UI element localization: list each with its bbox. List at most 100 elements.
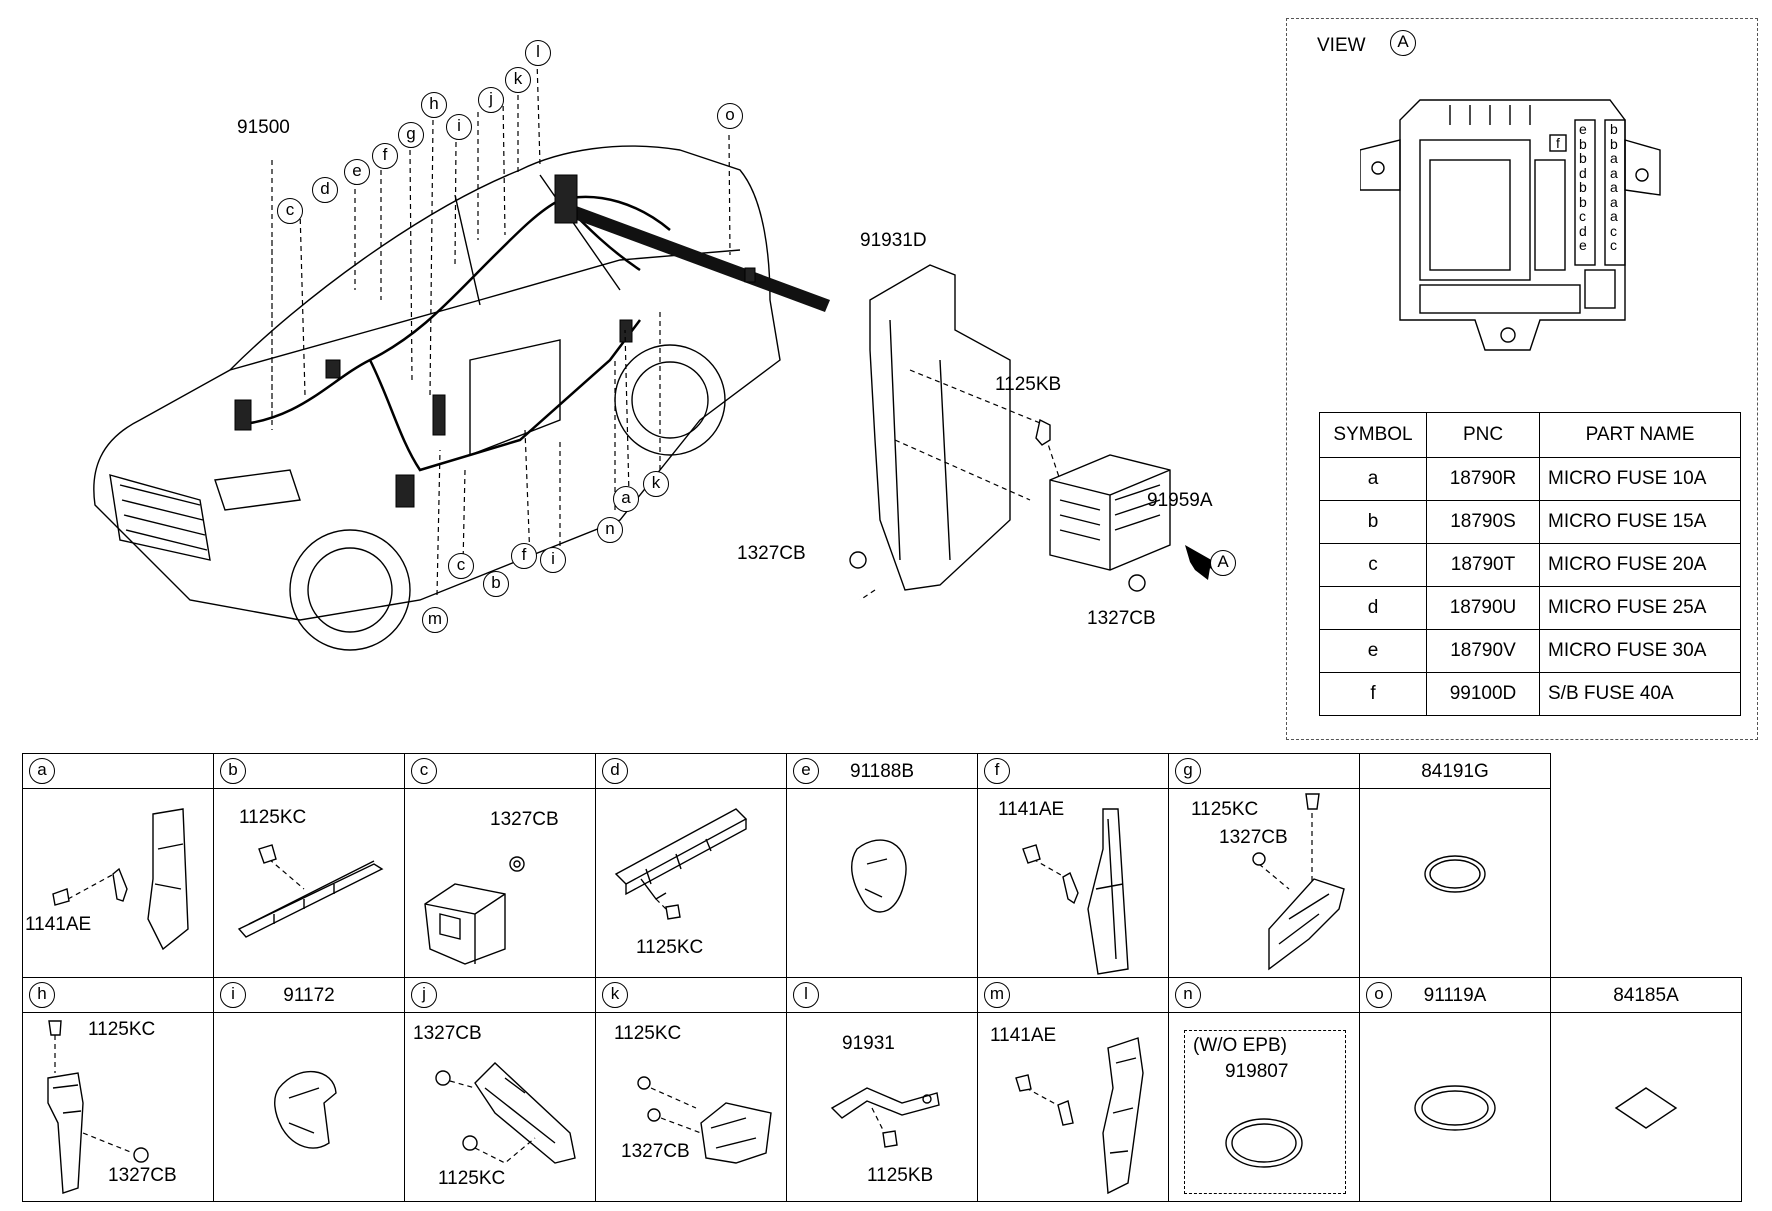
label-1327CB: 1327CB	[108, 1165, 177, 1186]
label-1125KC: 1125KC	[239, 807, 307, 828]
callout-h-top: h	[421, 92, 447, 118]
fuse-box-drawing	[1360, 99, 1661, 351]
cell-g-body: 1125KC 1327CB	[1168, 788, 1360, 978]
callout-d-top: d	[312, 177, 338, 203]
cell-b-body: 1125KC	[213, 788, 405, 978]
cell-part-name: S/B FUSE 40A	[1539, 672, 1741, 716]
callout-m-bottom: m	[422, 607, 448, 633]
cell-84191G-header: 84191G	[1359, 753, 1551, 789]
letter-circle-o: o	[1366, 982, 1392, 1008]
label-1125KC: 1125KC	[636, 937, 704, 958]
callout-i-top: i	[446, 114, 472, 140]
callout-o-top: o	[717, 103, 743, 129]
letter-circle-f: f	[984, 758, 1010, 784]
fuse-slot-letter: a	[1610, 164, 1618, 181]
view-arrow	[1185, 545, 1222, 580]
cell-i-body	[213, 1012, 405, 1202]
fuse-slot-letter: b	[1610, 121, 1618, 137]
cell-o-body	[1359, 1012, 1551, 1202]
part-f-drawing	[1022, 808, 1129, 975]
cell-d-header: d	[595, 753, 787, 789]
bracket-91931	[830, 1087, 940, 1148]
cell-part-name: MICRO FUSE 10A	[1539, 457, 1741, 501]
letter-circle-n: n	[1175, 982, 1201, 1008]
bracket-91931D	[869, 264, 1011, 591]
cell-part-name: MICRO FUSE 20A	[1539, 543, 1741, 587]
grommet-91188B	[851, 839, 907, 913]
cell-m-header: m	[977, 977, 1169, 1013]
fuse-slot-letter: e	[1579, 121, 1587, 137]
label-1141AE: 1141AE	[990, 1025, 1057, 1046]
fuse-slot-letter: d	[1579, 222, 1587, 239]
part-number: 84191G	[1421, 761, 1489, 782]
cell-pnc: 18790S	[1426, 500, 1540, 544]
label-1327CB-right: 1327CB	[1087, 608, 1156, 629]
cell-pnc: 18790U	[1426, 586, 1540, 630]
part-k-drawing	[637, 1076, 772, 1164]
callout-n-bottom: n	[597, 517, 623, 543]
part-number: 91188B	[849, 761, 915, 782]
fuse-slot-letter: c	[1579, 208, 1586, 224]
cell-c-header: c	[404, 753, 596, 789]
cell-a-body: 1141AE	[22, 788, 214, 978]
cell-symbol: b	[1319, 500, 1427, 544]
fuse-slot-letter: d	[1579, 164, 1587, 181]
cell-e-header: e 91188B	[786, 753, 978, 789]
view-title: VIEW	[1317, 35, 1366, 56]
part-c-drawing	[424, 856, 525, 965]
part-m-drawing	[1015, 1037, 1144, 1195]
letter-circle-e: e	[793, 758, 819, 784]
fuse-slot-letter: a	[1610, 208, 1618, 224]
nut-right	[1128, 574, 1146, 592]
fuse-slot-letter: b	[1579, 135, 1587, 152]
cell-n-header: n	[1168, 977, 1360, 1013]
label-1327CB: 1327CB	[413, 1023, 482, 1044]
fuse-symbol-f: f	[1556, 135, 1560, 151]
cell-n-body: (W/O EPB) 919807	[1168, 1012, 1360, 1202]
letter-circle-g: g	[1175, 758, 1201, 784]
fuse-slot-letter: b	[1579, 179, 1587, 195]
part-g-drawing	[1252, 793, 1345, 971]
label-91931: 91931	[842, 1033, 895, 1054]
callout-e-top: e	[344, 159, 370, 185]
label-1141AE: 1141AE	[25, 914, 92, 935]
part-j-drawing	[435, 1062, 576, 1164]
fuse-slot-letter: a	[1610, 193, 1618, 210]
grommet-91119A	[1414, 1085, 1496, 1131]
label-1125KB: 1125KB	[995, 374, 1062, 395]
letter-circle-a: a	[29, 758, 55, 784]
view-a-panel	[1286, 18, 1758, 740]
label-1327CB: 1327CB	[1219, 827, 1288, 848]
cell-f-body: 1141AE	[977, 788, 1169, 978]
label-1125KC: 1125KC	[88, 1019, 156, 1040]
part-d-drawing	[614, 808, 748, 920]
cell-b-header: b	[213, 753, 405, 789]
cell-84185A-header: 84185A	[1550, 977, 1742, 1013]
cell-a-header: a	[22, 753, 214, 789]
cell-m-body: 1141AE	[977, 1012, 1169, 1202]
part-number: 91119A	[1423, 985, 1487, 1006]
fuse-slot-letter: c	[1610, 237, 1617, 253]
nut-left	[849, 551, 867, 569]
label-1141AE: 1141AE	[998, 799, 1065, 820]
view-arrow-circle: A	[1210, 550, 1236, 576]
fuse-slot-letter: e	[1579, 237, 1587, 253]
cell-pnc: 18790R	[1426, 457, 1540, 501]
letter-circle-j: j	[411, 982, 437, 1008]
letter-circle-d: d	[602, 758, 628, 784]
cell-symbol: c	[1319, 543, 1427, 587]
n-dashed-frame	[1184, 1030, 1346, 1194]
part-b-drawing	[237, 844, 384, 938]
cell-part-name: MICRO FUSE 30A	[1539, 629, 1741, 673]
callout-f-bottom: f	[511, 543, 537, 569]
cell-symbol: e	[1319, 629, 1427, 673]
grommet-91172	[274, 1071, 337, 1149]
cell-symbol: a	[1319, 457, 1427, 501]
label-1327CB: 1327CB	[621, 1141, 690, 1162]
callout-j-top: j	[478, 87, 504, 113]
cell-part-name: MICRO FUSE 15A	[1539, 500, 1741, 544]
